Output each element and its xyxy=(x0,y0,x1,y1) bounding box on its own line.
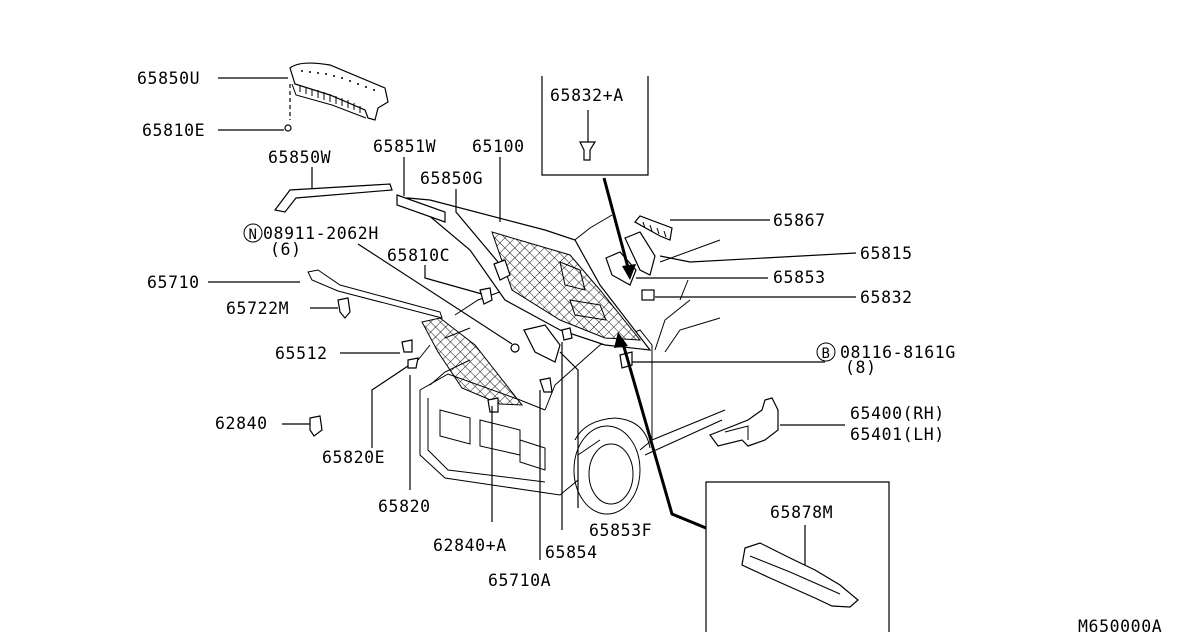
callout-65100: 65100 xyxy=(472,137,525,156)
callout-65832: 65832 xyxy=(860,288,913,307)
callout-arrows xyxy=(602,177,707,530)
inset-box-65878M xyxy=(705,481,890,632)
callout-65820E: 65820E xyxy=(322,448,385,467)
callout-65710: 65710 xyxy=(147,273,200,292)
callout-65854: 65854 xyxy=(545,543,598,562)
callout-65878M: 65878M xyxy=(770,503,833,522)
callout-65710A: 65710A xyxy=(488,571,551,590)
callout-08911-2062H-qty: (6) xyxy=(270,240,302,259)
callout-08116-8161G: 08116-8161G xyxy=(840,343,956,362)
callout-65401: 65401(LH) xyxy=(850,425,945,444)
nut-symbol: N xyxy=(243,223,263,243)
bolt-symbol-letter: B xyxy=(821,346,830,362)
callout-65850G: 65850G xyxy=(420,169,483,188)
callout-62840A: 62840+A xyxy=(433,536,507,555)
callout-65832A: 65832+A xyxy=(550,86,624,105)
callout-65850U: 65850U xyxy=(137,69,200,88)
hood-rod xyxy=(307,269,443,319)
callout-65853: 65853 xyxy=(773,268,826,287)
callout-65512: 65512 xyxy=(275,344,328,363)
callout-65722M: 65722M xyxy=(226,299,289,318)
callout-65400: 65400(RH) xyxy=(850,404,945,423)
seal-strips xyxy=(273,183,446,223)
inset-box-65832A xyxy=(541,76,649,176)
callout-65867: 65867 xyxy=(773,211,826,230)
callout-62840: 62840 xyxy=(215,414,268,433)
callout-65810E: 65810E xyxy=(142,121,205,140)
callout-65853F: 65853F xyxy=(589,521,652,540)
callout-65815: 65815 xyxy=(860,244,913,263)
cowl-slot-pattern xyxy=(299,70,375,113)
small-parts xyxy=(284,124,673,437)
callout-65810C: 65810C xyxy=(387,246,450,265)
vehicle-body xyxy=(417,214,726,515)
callout-08116-8161G-qty: (8) xyxy=(845,358,877,377)
cowl-top-panel xyxy=(289,62,389,121)
callout-labels: 65850U 65810E 65850W 65851W 65100 65850G… xyxy=(137,69,1162,636)
hinge-bracket xyxy=(709,397,779,447)
leader-lines xyxy=(208,77,857,565)
diagram-code: M650000A xyxy=(1078,617,1162,636)
callout-65851W: 65851W xyxy=(373,137,436,156)
nut-symbol-letter: N xyxy=(248,227,257,243)
callout-08911-2062H: 08911-2062H xyxy=(263,224,379,243)
callout-65820: 65820 xyxy=(378,497,431,516)
hood-insulator-lower xyxy=(421,317,524,406)
callout-65850W: 65850W xyxy=(268,148,331,167)
bolt-symbol: B xyxy=(816,342,836,362)
release-strip xyxy=(741,542,859,608)
